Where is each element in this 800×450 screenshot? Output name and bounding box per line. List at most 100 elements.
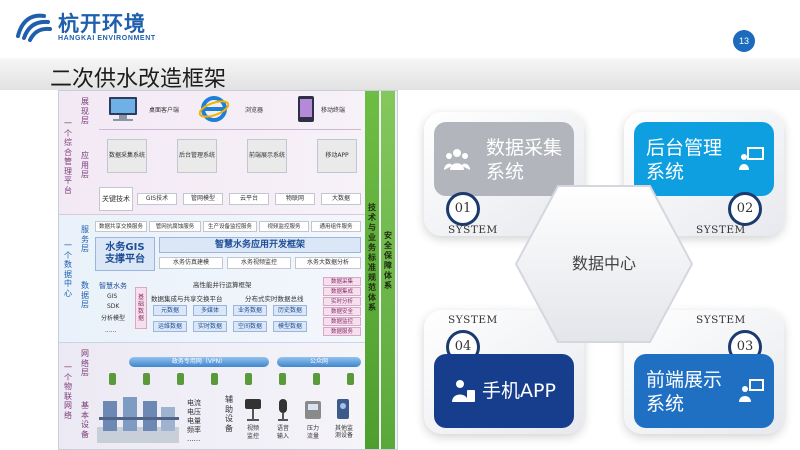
app-item-data-collection: 数据采集系统 [107,139,147,173]
data-model: 分析模型 [101,315,126,322]
display-item-desktop: 桌面客户端 [149,107,180,114]
standards-text: 技术与业务标准规范体系 [368,203,376,312]
device-aux: 辅助设备 [225,395,233,433]
security-text: 安全保障体系 [384,231,392,290]
sublayer-data: 数据层 [81,281,89,309]
data-right-item: 数据安全 [323,307,361,316]
service-item-common-components: 通用组件服务 [311,221,361,232]
app-item-mobile-app: 移动APP [317,139,357,173]
tile-label: 前端展示系统 [646,369,723,415]
data-right-item: 实时分析 [323,297,361,306]
data-right-item: 数据服务 [323,327,361,336]
system-card-04: SYSTEM 04 手机APP [424,310,584,434]
db-metadata: 元数据 [153,305,187,316]
device-other: 其他监测设备 [335,425,354,439]
microphone-icon [278,399,288,421]
system-caption: SYSTEM [696,224,746,236]
network-node-icon [143,373,150,385]
network-node-icon [245,373,252,385]
tile-label: 数据采集系统 [486,137,563,183]
display-user-icon [739,379,764,402]
hexagon-shape [514,185,694,343]
db-spatial: 空间数据 [233,321,267,332]
data-center-label: 数据中心 [571,254,636,273]
sublayer-basic: 基本设备 [81,401,89,439]
key-tech-iot: 物联网 [275,193,315,205]
db-history: 历史数据 [273,305,307,316]
system-card-02: 后台管理系统 02 SYSTEM [624,112,784,236]
db-business: 业务数据 [233,305,267,316]
page-title: 二次供水改造框架 [50,67,227,92]
device-pressure: 压力流量 [306,425,319,440]
logo-name-cn: 杭开环境 [58,12,146,36]
system-caption: SYSTEM [696,314,746,326]
network-node-icon [177,373,184,385]
data-right-item: 数据监控 [323,317,361,326]
data-sharing: 数据集成与共享交换平台 [151,295,223,303]
db-multimedia: 多媒体 [193,305,227,316]
system-number: 01 [446,192,480,226]
device-metrics: 电流 电压 电量 频率 ...... [187,399,201,443]
data-right-item: 数据集成 [323,287,361,296]
system-caption: SYSTEM [448,224,498,236]
network-node-icon [347,373,354,385]
key-tech-bigdata: 大数据 [321,193,361,205]
data-right-item: 数据采集 [323,277,361,286]
system-card-03: SYSTEM 03 前端展示系统 [624,310,784,434]
network-node-icon [109,373,116,385]
divider [99,129,361,130]
architecture-diagram: 一个综合管理平台 一个数据中心 一个物联网络 展现层 应用层 服务层 数据层 网… [58,90,398,450]
dev-item-video: 水务视频监控 [227,257,291,269]
data-sdk: SDK [107,303,120,310]
system-number: 02 [728,192,762,226]
camera-icon [245,399,261,421]
layer-data-center: 一个数据中心 [64,241,72,298]
data-realtime: 分布式实时数据总线 [245,295,304,303]
system-overview: 数据采集系统 01 SYSTEM 后台管理系统 02 SYSTEM SYSTEM… [418,104,790,444]
user-phone-icon [452,380,475,402]
flow-meter-icon [305,401,321,419]
key-tech-label: 关键技术 [99,187,133,211]
network-public: 公众网 [277,357,361,367]
display-item-browser: 浏览器 [245,107,264,114]
db-ops: 运维数据 [153,321,187,332]
pump-station-icon [97,397,179,443]
page-number-badge: 13 [733,30,755,52]
key-tech-cloud: 云平台 [229,193,269,205]
network-node-icon [279,373,286,385]
dev-item-simulation: 水务仿真建模 [159,257,223,269]
logo-name-en: HANGKAI ENVIRONMENT [58,35,156,42]
layer-app-platform: 一个综合管理平台 [64,119,72,195]
tile-label: 后台管理系统 [646,137,723,183]
system-card-01: 数据采集系统 01 SYSTEM [424,112,584,236]
presenter-icon [739,147,764,170]
security-bar [381,91,395,449]
tile-backend-mgmt: 后台管理系统 [634,122,774,196]
key-tech-gis: GIS技术 [137,193,177,205]
mobile-terminal-icon [298,96,314,122]
device-voice: 语音输入 [276,425,289,440]
service-item-video-monitor: 视频监控服务 [259,221,309,232]
standards-bar [365,91,379,449]
key-tech-pipe-model: 管网模型 [183,193,223,205]
logo-mark-icon [16,13,52,42]
data-center-hex: 数据中心 [512,182,696,346]
service-item-data-sharing: 数据共享交换服务 [95,221,147,232]
brand-logo: 杭开环境 HANGKAI ENVIRONMENT [14,8,214,48]
title-bar [0,58,800,90]
sublayer-service: 服务层 [81,225,89,253]
device-video: 视频监控 [246,425,259,440]
tile-mobile-app: 手机APP [434,354,574,428]
dev-framework: 智慧水务应用开发框架 [159,237,361,253]
desktop-client-icon [109,97,137,121]
data-base: 基础数据 [135,287,147,329]
sublayer-network: 网络层 [81,349,89,377]
layer-iot: 一个物联网络 [64,363,72,420]
tile-label: 手机APP [482,380,556,402]
network-vpn: 政务专用网（VPN） [129,357,269,367]
sensor-icon [337,399,349,419]
data-dots: ...... [105,327,117,334]
sublayer-display: 展现层 [81,97,89,125]
app-item-frontend-display: 前端展示系统 [247,139,287,173]
network-node-icon [211,373,218,385]
